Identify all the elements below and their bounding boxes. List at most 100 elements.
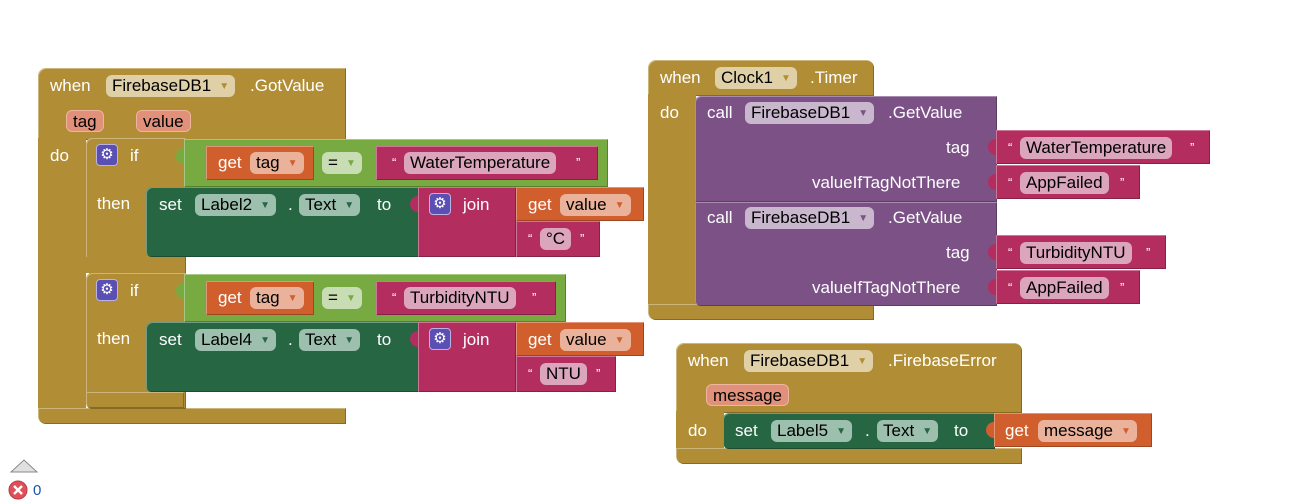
arg-connector: [988, 244, 996, 260]
when-keyword: when: [660, 68, 701, 87]
call-keyword: call: [707, 103, 733, 122]
mutator-gear-icon[interactable]: ⚙: [429, 193, 451, 215]
component-dropdown[interactable]: Label2 ▼: [195, 194, 276, 216]
mutator-gear-icon[interactable]: ⚙: [96, 279, 118, 301]
dropdown-arrow-icon: ▼: [922, 425, 933, 437]
event-name: .Timer: [810, 68, 858, 87]
open-quote: “: [392, 155, 397, 170]
text-value[interactable]: NTU: [540, 363, 587, 385]
dropdown-arrow-icon: ▼: [836, 425, 846, 437]
method-name: .GetValue: [888, 103, 963, 122]
dropdown-arrow-icon: ▼: [287, 292, 298, 304]
compare-connector: [176, 283, 184, 299]
to-keyword: to: [954, 421, 969, 440]
get-connector: [986, 422, 994, 438]
variable-name: value: [566, 195, 607, 214]
close-quote: ”: [580, 231, 585, 246]
component-dropdown[interactable]: Clock1▼: [715, 67, 797, 89]
dropdown-arrow-icon: ▼: [344, 199, 355, 211]
property-dropdown[interactable]: Text▼: [299, 329, 361, 351]
property-name: Text: [305, 330, 337, 349]
dropdown-arrow-icon: ▼: [219, 80, 230, 92]
open-quote: “: [1008, 140, 1013, 155]
dot: .: [288, 195, 293, 214]
dropdown-arrow-icon: ▼: [260, 199, 270, 211]
component-name: Clock1: [721, 68, 773, 87]
property-name: Text: [883, 421, 915, 440]
open-quote: “: [528, 366, 533, 381]
warning-indicator[interactable]: [9, 458, 39, 478]
text-value[interactable]: WaterTemperature: [404, 152, 557, 174]
variable-dropdown[interactable]: tag▼: [250, 152, 304, 174]
arg-connector: [988, 139, 996, 155]
operator-dropdown[interactable]: =▼: [322, 152, 362, 174]
set-property-block[interactable]: [146, 322, 420, 392]
param-tag[interactable]: tag: [66, 110, 104, 132]
dropdown-arrow-icon: ▼: [1120, 425, 1131, 437]
dropdown-arrow-icon: ▼: [858, 107, 869, 119]
event-do-arm: [648, 94, 696, 306]
dropdown-arrow-icon: ▼: [345, 157, 356, 169]
variable-name: message: [1044, 421, 1113, 440]
variable-name: tag: [256, 288, 280, 307]
set-property-block[interactable]: [723, 413, 995, 449]
close-quote: ”: [596, 366, 601, 381]
close-quote: ”: [1120, 280, 1125, 295]
dropdown-arrow-icon: ▼: [260, 334, 270, 346]
variable-dropdown[interactable]: message ▼: [1038, 420, 1137, 442]
component-name: Label2: [201, 195, 253, 214]
component-dropdown[interactable]: FirebaseDB1▼: [106, 75, 236, 97]
close-quote: ”: [1120, 175, 1125, 190]
arg-label-default: valueIfTagNotThere: [812, 173, 961, 192]
text-value[interactable]: TurbidityNTU: [404, 287, 516, 309]
then-keyword: then: [97, 329, 131, 348]
when-keyword: when: [688, 351, 729, 370]
set-keyword: set: [159, 330, 182, 349]
set-keyword: set: [735, 421, 758, 440]
open-quote: “: [392, 290, 397, 305]
component-dropdown[interactable]: FirebaseDB1▼: [744, 350, 874, 372]
component-name: Label5: [777, 421, 829, 440]
property-dropdown[interactable]: Text▼: [299, 194, 361, 216]
variable-dropdown[interactable]: value▼: [560, 194, 631, 216]
dropdown-arrow-icon: ▼: [614, 334, 625, 346]
open-quote: “: [1008, 280, 1013, 295]
if-block-footer: [86, 257, 184, 273]
arg-connector: [988, 279, 996, 295]
arg-label-default: valueIfTagNotThere: [812, 278, 961, 297]
component-dropdown[interactable]: FirebaseDB1▼: [745, 207, 875, 229]
property-dropdown[interactable]: Text ▼: [877, 420, 939, 442]
to-keyword: to: [377, 330, 392, 349]
join-connector: [410, 196, 418, 212]
text-value[interactable]: TurbidityNTU: [1020, 242, 1132, 264]
error-indicator[interactable]: 0: [8, 480, 41, 500]
variable-dropdown[interactable]: tag ▼: [250, 287, 304, 309]
open-quote: “: [1008, 175, 1013, 190]
error-x-icon[interactable]: [8, 480, 28, 500]
open-quote: “: [1008, 245, 1013, 260]
mutator-gear-icon[interactable]: ⚙: [429, 328, 451, 350]
event-footer: [648, 304, 874, 320]
param-message[interactable]: message: [706, 384, 789, 406]
event-footer: [38, 408, 346, 424]
warning-triangle-icon[interactable]: [9, 459, 39, 473]
component-name: Label4: [201, 330, 253, 349]
component-dropdown[interactable]: FirebaseDB1▼: [745, 102, 875, 124]
do-keyword: do: [50, 146, 69, 165]
text-value[interactable]: °C: [540, 228, 572, 250]
variable-name: tag: [256, 153, 280, 172]
variable-dropdown[interactable]: value▼: [560, 329, 631, 351]
mutator-gear-icon[interactable]: ⚙: [96, 144, 118, 166]
text-value[interactable]: AppFailed: [1020, 277, 1109, 299]
dot: .: [865, 421, 870, 440]
get-keyword: get: [528, 330, 552, 349]
component-dropdown[interactable]: Label5 ▼: [771, 420, 852, 442]
text-value[interactable]: WaterTemperature: [1020, 137, 1173, 159]
open-quote: “: [528, 231, 533, 246]
operator-dropdown[interactable]: =▼: [322, 287, 362, 309]
set-property-block[interactable]: [146, 187, 420, 257]
arg-label-tag: tag: [946, 243, 970, 262]
text-value[interactable]: AppFailed: [1020, 172, 1109, 194]
component-dropdown[interactable]: Label4 ▼: [195, 329, 276, 351]
param-value[interactable]: value: [136, 110, 191, 132]
